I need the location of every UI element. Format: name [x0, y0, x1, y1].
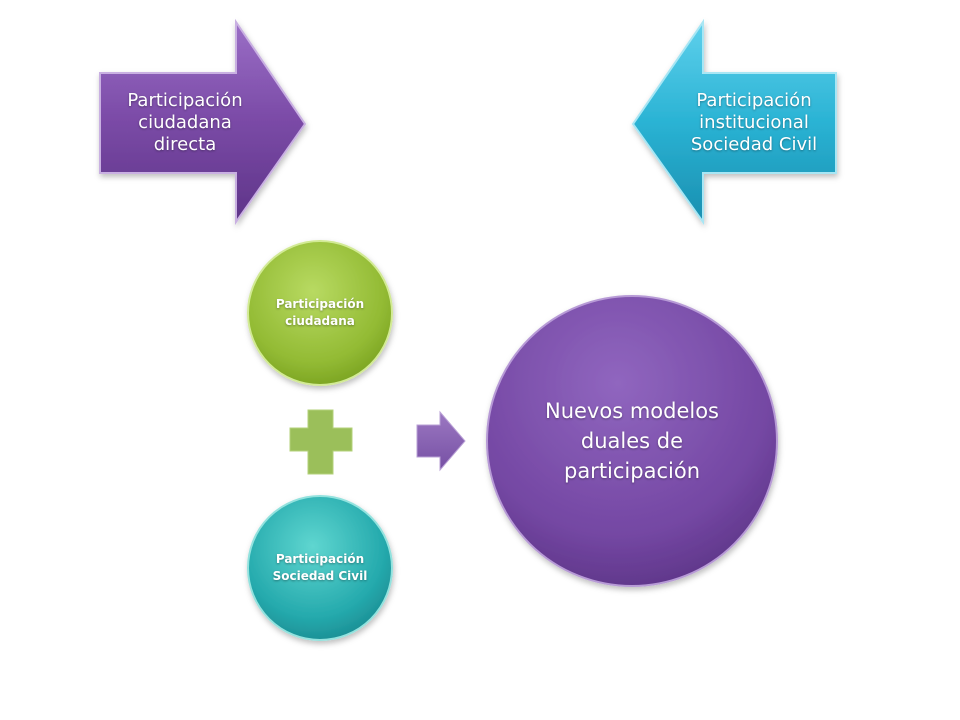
left-arrow-label: Participación ciudadana directa: [127, 90, 243, 155]
big-circle-label: Nuevos modelos duales de participación: [544, 399, 719, 483]
circle-bottom-shape: [247, 495, 393, 641]
circle-top-label: Participación ciudadana: [275, 297, 365, 328]
circle-top-shape: [247, 240, 393, 386]
small-arrow-icon: [416, 410, 466, 472]
circle-bottom-label: Participación Sociedad Civil: [272, 552, 368, 583]
big-circle-shape: [486, 295, 778, 587]
right-arrow-label: Participación institucional Sociedad Civ…: [690, 90, 818, 155]
plus-sign-icon: [289, 409, 353, 475]
left-arrow-shape: [99, 18, 307, 226]
right-arrow-shape: [631, 18, 837, 226]
